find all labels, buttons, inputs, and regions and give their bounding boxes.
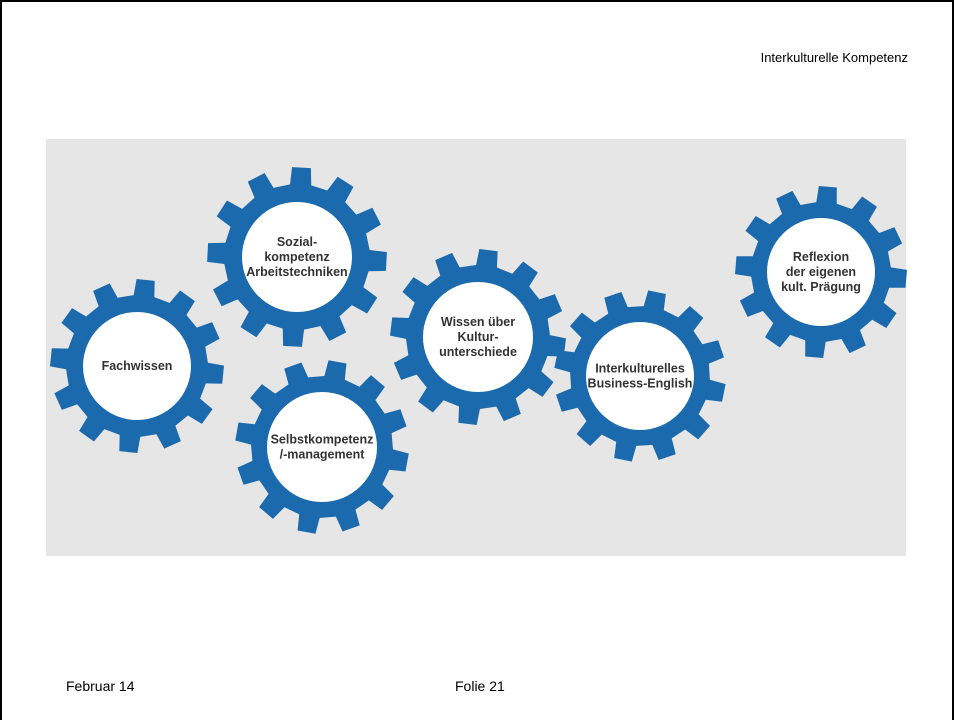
gear-label: kult. Prägung <box>781 280 861 294</box>
footer-slide-number: Folie 21 <box>455 678 505 694</box>
gear-hub <box>83 312 191 420</box>
gear-hub <box>586 322 694 430</box>
gear-label: Business-English <box>588 377 693 391</box>
gear-fachwissen: Fachwissen <box>50 279 224 453</box>
gear-label: Interkulturelles <box>595 362 685 376</box>
gears-canvas: Fachwissen Sozial-kompetenzArbeitstechnik… <box>50 167 907 534</box>
gear-hub <box>423 282 533 392</box>
gear-label: Selbstkompetenz <box>271 433 374 447</box>
gear-label: Kultur- <box>458 330 499 344</box>
gear-label: Reflexion <box>793 250 849 264</box>
gear-label: Arbeitstechniken <box>246 265 347 279</box>
gear-label: Wissen über <box>441 315 515 329</box>
gear-label: kompetenz <box>264 250 329 264</box>
footer-date: Februar 14 <box>66 678 135 694</box>
slide-header-title: Interkulturelle Kompetenz <box>760 50 908 65</box>
gear-label: Fachwissen <box>102 359 173 373</box>
gear-selbstkompetenz: Selbstkompetenz/-management <box>235 360 409 534</box>
gear-label: der eigenen <box>786 265 856 279</box>
gear-label: /-management <box>280 448 366 462</box>
gear-label: unterschiede <box>439 345 517 359</box>
gear-label: Sozial- <box>277 235 317 249</box>
gear-hub <box>767 218 875 326</box>
gear-hub <box>267 392 377 502</box>
gear-hub <box>242 202 352 312</box>
